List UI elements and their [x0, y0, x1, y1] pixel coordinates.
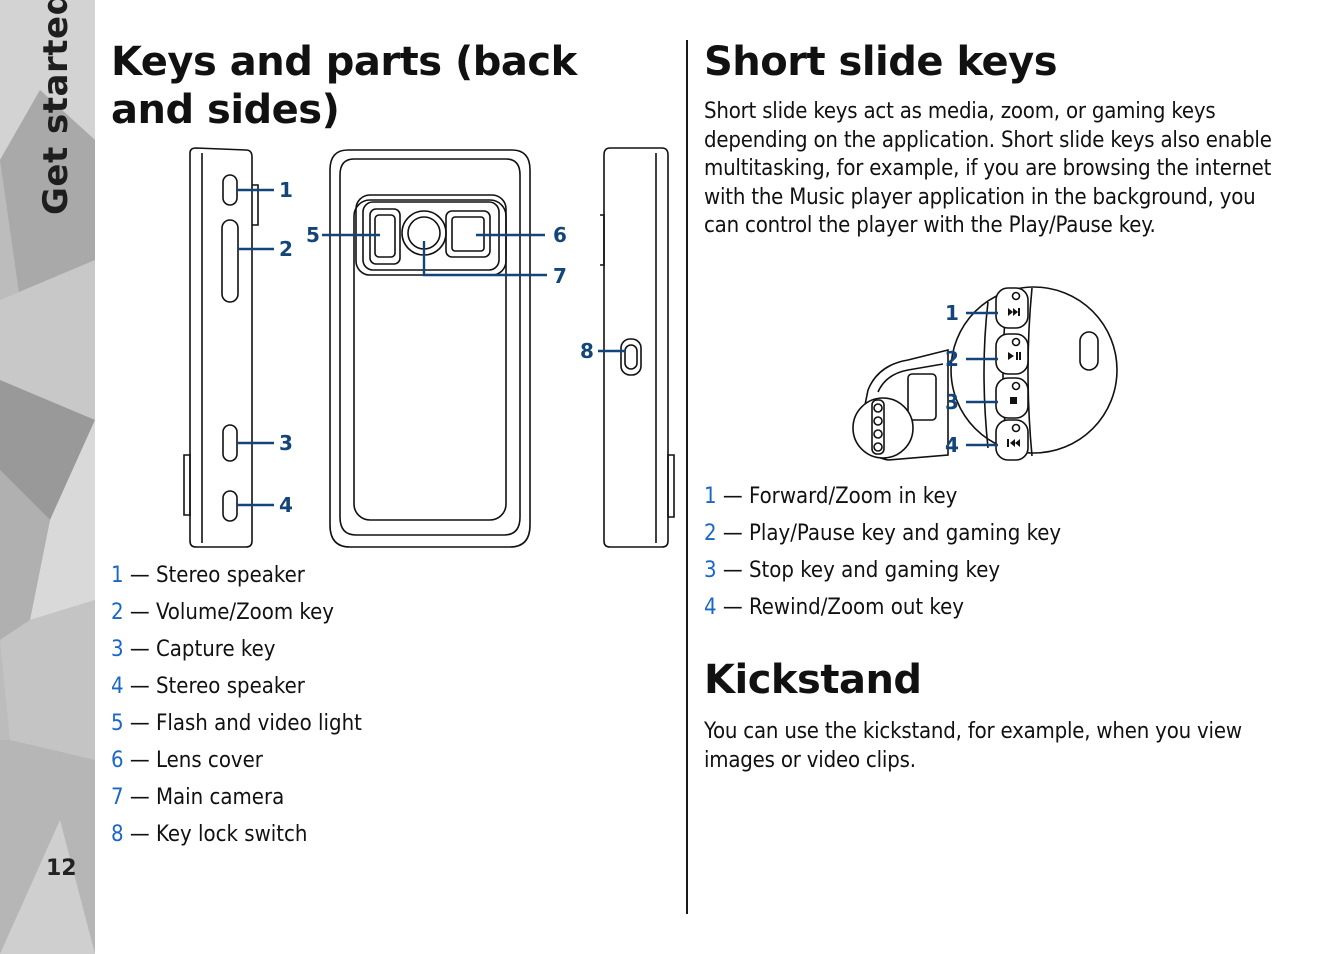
callout-4: 4 — [279, 493, 293, 517]
heading-keys-and-parts: Keys and parts (back and sides) — [111, 39, 577, 133]
legend-label: — Volume/Zoom key — [129, 600, 334, 625]
legend-item: 8 — Key lock switch — [111, 820, 362, 857]
legend-item: 2 — Play/Pause key and gaming key — [704, 519, 1061, 556]
callout-1: 1 — [279, 178, 293, 202]
legend-label: — Main camera — [129, 785, 285, 810]
legend-number: 2 — [704, 521, 717, 546]
heading-short-slide-keys: Short slide keys — [704, 39, 1058, 85]
callout-8: 8 — [580, 339, 594, 363]
legend-number: 2 — [111, 600, 124, 625]
legend-item: 1 — Stereo speaker — [111, 561, 362, 598]
phone-back-sides-illustration: 1 2 3 4 5 6 7 8 — [183, 147, 675, 548]
legend-label: — Stereo speaker — [129, 563, 305, 588]
legend-number: 1 — [111, 563, 124, 588]
legend-item: 1 — Forward/Zoom in key — [704, 482, 1061, 519]
callout-6: 6 — [553, 223, 567, 247]
legend-number: 7 — [111, 785, 124, 810]
short-slide-legend: 1 — Forward/Zoom in key 2 — Play/Pause k… — [704, 482, 1061, 630]
page-number: 12 — [46, 856, 77, 881]
sidebar: Get started 12 — [0, 0, 95, 954]
legend-item: 4 — Stereo speaker — [111, 672, 362, 709]
legend-item: 2 — Volume/Zoom key — [111, 598, 362, 635]
legend-number: 5 — [111, 711, 124, 736]
legend-label: — Forward/Zoom in key — [722, 484, 958, 509]
kickstand-description: You can use the kickstand, for example, … — [704, 719, 1242, 773]
legend-label: — Flash and video light — [129, 711, 362, 736]
legend-number: 6 — [111, 748, 124, 773]
heading-kickstand: Kickstand — [704, 657, 922, 703]
legend-item: 4 — Rewind/Zoom out key — [704, 593, 1061, 630]
legend-label: — Play/Pause key and gaming key — [722, 521, 1062, 546]
legend-number: 3 — [704, 558, 717, 583]
legend-number: 3 — [111, 637, 124, 662]
legend-label: — Stop key and gaming key — [722, 558, 1001, 583]
column-divider — [686, 40, 688, 914]
legend-label: — Capture key — [129, 637, 276, 662]
callout-7: 7 — [553, 264, 567, 288]
legend-number: 1 — [704, 484, 717, 509]
parts-legend: 1 — Stereo speaker 2 — Volume/Zoom key 3… — [111, 561, 362, 857]
callout-5: 5 — [306, 223, 320, 247]
legend-item: 3 — Stop key and gaming key — [704, 556, 1061, 593]
slide-callout-3: 3 — [945, 390, 959, 414]
short-slide-keys-illustration: 1 2 3 4 — [852, 286, 1118, 461]
legend-item: 3 — Capture key — [111, 635, 362, 672]
legend-number: 4 — [704, 595, 717, 620]
callout-2: 2 — [279, 237, 293, 261]
legend-label: — Stereo speaker — [129, 674, 305, 699]
slide-callout-4: 4 — [945, 433, 959, 457]
legend-number: 8 — [111, 822, 124, 847]
legend-item: 5 — Flash and video light — [111, 709, 362, 746]
legend-number: 4 — [111, 674, 124, 699]
section-title: Get started — [36, 0, 76, 215]
slide-callout-2: 2 — [945, 347, 959, 371]
legend-label: — Rewind/Zoom out key — [722, 595, 964, 620]
short-slide-description: Short slide keys act as media, zoom, or … — [704, 99, 1272, 239]
legend-item: 6 — Lens cover — [111, 746, 362, 783]
sidebar-background-pattern — [0, 0, 95, 954]
callout-3: 3 — [279, 431, 293, 455]
legend-item: 7 — Main camera — [111, 783, 362, 820]
slide-callout-1: 1 — [945, 301, 959, 325]
legend-label: — Key lock switch — [129, 822, 308, 847]
legend-label: — Lens cover — [129, 748, 263, 773]
